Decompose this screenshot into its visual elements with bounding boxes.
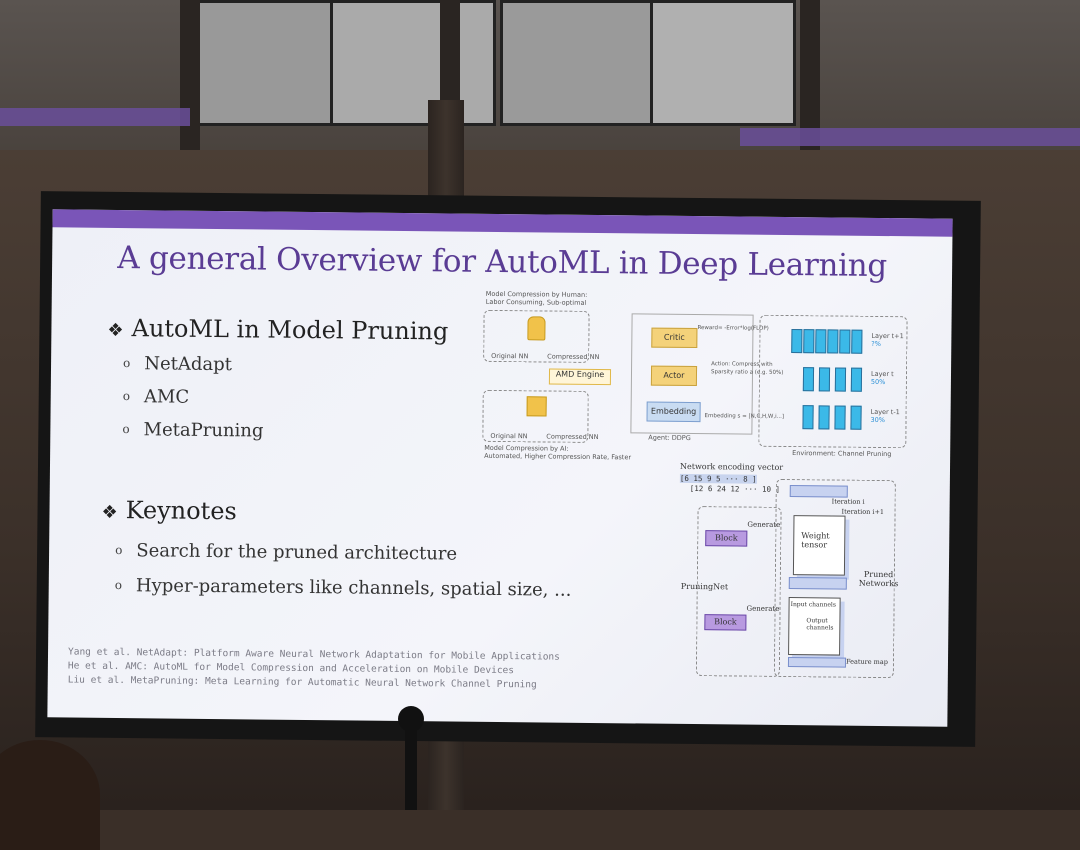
list-item: o NetAdapt	[123, 353, 232, 375]
list-item: o MetaPruning	[122, 419, 263, 441]
circle-bullet-icon: o	[114, 577, 123, 593]
layer-label: Layer t+1?%	[871, 331, 904, 348]
list-item-text: AMC	[143, 386, 190, 408]
diamond-bullet-icon: ❖	[107, 319, 124, 342]
original-nn-label: Original NN	[491, 351, 529, 361]
purple-light	[0, 108, 190, 126]
purple-light	[740, 128, 1080, 146]
filter-block	[791, 329, 803, 354]
list-item: o AMC	[122, 386, 190, 408]
filter-block	[803, 329, 815, 354]
environment-label: Environment: Channel Pruning	[792, 449, 892, 459]
generate-label: Generate	[746, 604, 780, 613]
list-item-text: NetAdapt	[144, 353, 233, 376]
block-box: Block	[704, 614, 747, 631]
list-item-text: Search for the pruned architecture	[136, 540, 458, 565]
filter-block	[818, 405, 830, 430]
section-heading-text: Keynotes	[125, 496, 237, 526]
feature-bar	[788, 577, 847, 590]
list-item: o Hyper-parameters like channels, spatial…	[115, 575, 572, 601]
ceiling-tile	[500, 0, 656, 126]
compressed-nn-label: Compressed NN	[547, 352, 600, 362]
filter-block	[851, 329, 863, 354]
filter-block	[850, 405, 862, 430]
filter-block	[834, 405, 846, 430]
block-box: Block	[705, 530, 748, 547]
ceiling-tile	[180, 0, 336, 126]
list-item-text: Hyper-parameters like channels, spatial …	[135, 575, 572, 601]
reward-label: Reward= -Error*log(FLOP)	[697, 325, 769, 332]
agent-label: Agent: DDPG	[648, 433, 691, 442]
list-item: o Search for the pruned architecture	[115, 540, 458, 565]
iteration-label: Iteration i	[831, 497, 865, 506]
filter-block	[834, 367, 847, 392]
ceiling-tile	[650, 0, 796, 126]
list-item-text: MetaPruning	[143, 419, 264, 442]
output-channels-label: Output channels	[806, 617, 834, 632]
section-heading-pruning: ❖ AutoML in Model Pruning	[107, 314, 449, 346]
filter-block	[818, 367, 831, 392]
section-heading-text: AutoML in Model Pruning	[131, 314, 449, 346]
references: Yang et al. NetAdapt: Platform Aware Neu…	[68, 645, 560, 692]
pruningnet-label: PruningNet	[680, 581, 729, 592]
filter-block	[802, 367, 815, 392]
microphone-stand	[405, 720, 417, 810]
diamond-bullet-icon: ❖	[101, 501, 118, 523]
encoding-vector-row: [12 6 24 12 ··· 10 ]	[689, 483, 781, 494]
feature-bar	[789, 485, 848, 498]
encoding-label: Network encoding vector	[679, 461, 784, 472]
filter-block	[827, 329, 839, 354]
engine-label: AMD Engine	[548, 368, 612, 386]
circle-bullet-icon: o	[122, 422, 130, 437]
robot-icon	[526, 396, 547, 417]
actor-box: Actor	[650, 365, 698, 387]
filter-block	[802, 405, 814, 430]
slide-title: A general Overview for AutoML in Deep Le…	[117, 239, 888, 285]
filter-block	[815, 329, 827, 354]
section-heading-keynotes: ❖ Keynotes	[101, 496, 237, 525]
encoding-vector-row: [6 15 9 5 ··· 8 ]	[679, 473, 757, 484]
circle-bullet-icon: o	[122, 389, 131, 404]
human-figure-icon	[527, 316, 546, 341]
iteration-label: Iteration i+1	[841, 507, 885, 517]
pruned-networks-label: Pruned Networks	[858, 569, 899, 589]
compressed-nn-label: Compressed NN	[546, 432, 599, 442]
filter-block	[839, 329, 851, 354]
projection-screen: A general Overview for AutoML in Deep Le…	[47, 209, 953, 727]
input-channels-label: Input channels	[790, 601, 836, 609]
feature-bar	[787, 657, 847, 668]
ceiling-tile	[330, 0, 496, 126]
circle-bullet-icon: o	[115, 542, 123, 558]
filter-block	[850, 367, 863, 392]
embedding-box: Embedding	[646, 401, 701, 423]
circle-bullet-icon: o	[123, 356, 131, 371]
original-nn-label: Original NN	[490, 431, 528, 441]
feature-map-label: Feature map	[845, 657, 888, 667]
generate-label: Generate	[747, 520, 781, 529]
human-caption: Model Compression by Human: Labor Consum…	[485, 289, 588, 307]
ceiling	[0, 0, 1080, 150]
ceiling-beam	[180, 0, 200, 150]
ceiling-beam	[800, 0, 820, 150]
ai-caption: Model Compression by AI: Automated, High…	[484, 443, 632, 462]
critic-box: Critic	[651, 327, 698, 349]
